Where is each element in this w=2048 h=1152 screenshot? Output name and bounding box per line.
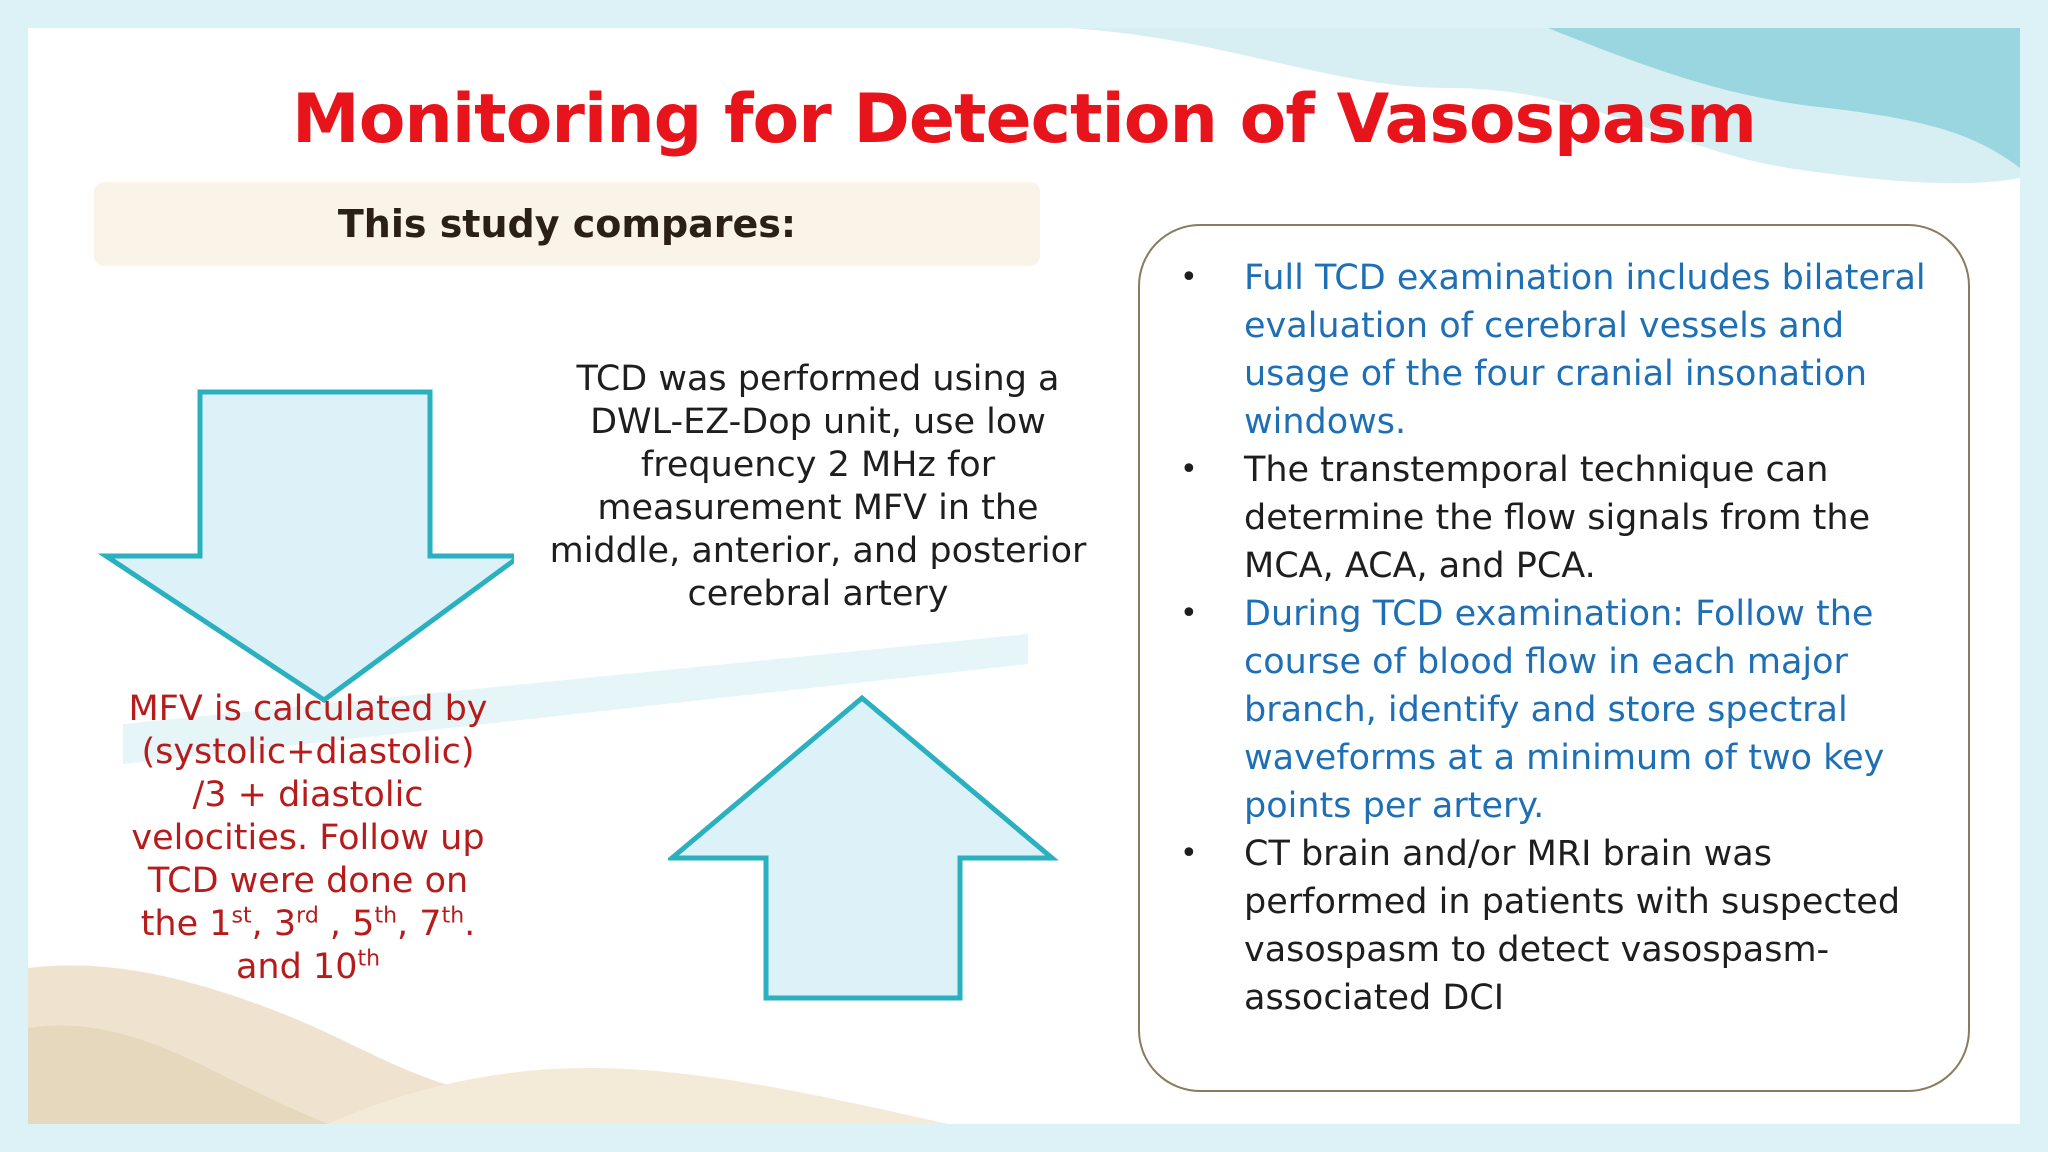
bottom-wave-sand-light xyxy=(328,1068,948,1124)
bullet-icon: • xyxy=(1180,596,1198,631)
superscript-th-7: th xyxy=(441,903,465,929)
tcd-description: TCD was performed using a DWL-EZ-Dop uni… xyxy=(549,359,1087,614)
mfv-text-main: MFV is calculated by (systolic+diastolic… xyxy=(128,689,488,944)
list-item-text: Full TCD examination includes bilateral … xyxy=(1244,258,1926,442)
slide: Monitoring for Detection of Vasospasm Th… xyxy=(28,28,2020,1124)
mfv-text-10: . and 10 xyxy=(235,904,476,987)
list-item: • During TCD examination: Follow the cou… xyxy=(1180,590,1940,830)
bullet-icon: • xyxy=(1180,452,1198,487)
findings-panel: • Full TCD examination includes bilatera… xyxy=(1138,224,1970,1092)
list-item-text: CT brain and/or MRI brain was performed … xyxy=(1244,834,1901,1018)
top-right-wave-dark xyxy=(1548,28,2020,168)
bullet-icon: • xyxy=(1180,260,1198,295)
compares-label: This study compares: xyxy=(337,202,797,246)
superscript-th-5: th xyxy=(374,903,398,929)
list-item: • The transtemporal technique can determ… xyxy=(1180,446,1940,590)
bullet-icon: • xyxy=(1180,836,1198,871)
up-arrow-icon xyxy=(668,694,1059,1001)
compares-banner: This study compares: xyxy=(94,182,1040,266)
down-arrow-icon xyxy=(97,389,514,704)
mfv-text-7: , 7 xyxy=(397,904,442,944)
mfv-text-5: , 5 xyxy=(318,904,375,944)
superscript-st: st xyxy=(231,903,252,929)
list-item: • Full TCD examination includes bilatera… xyxy=(1180,254,1940,446)
background-decoration xyxy=(28,28,2020,1124)
superscript-rd: rd xyxy=(296,903,319,929)
list-item-text: During TCD examination: Follow the cours… xyxy=(1244,594,1885,826)
page-title: Monitoring for Detection of Vasospasm xyxy=(292,80,1757,159)
diagonal-stripe xyxy=(123,634,1028,764)
list-item-text: The transtemporal technique can determin… xyxy=(1244,450,1871,586)
findings-list: • Full TCD examination includes bilatera… xyxy=(1180,254,1940,1022)
bottom-left-wave-sand-dark xyxy=(28,1025,328,1124)
superscript-th-10: th xyxy=(357,946,381,972)
mfv-description: MFV is calculated by (systolic+diastolic… xyxy=(128,688,488,989)
list-item: • CT brain and/or MRI brain was performe… xyxy=(1180,830,1940,1022)
mfv-text-3: , 3 xyxy=(251,904,297,944)
